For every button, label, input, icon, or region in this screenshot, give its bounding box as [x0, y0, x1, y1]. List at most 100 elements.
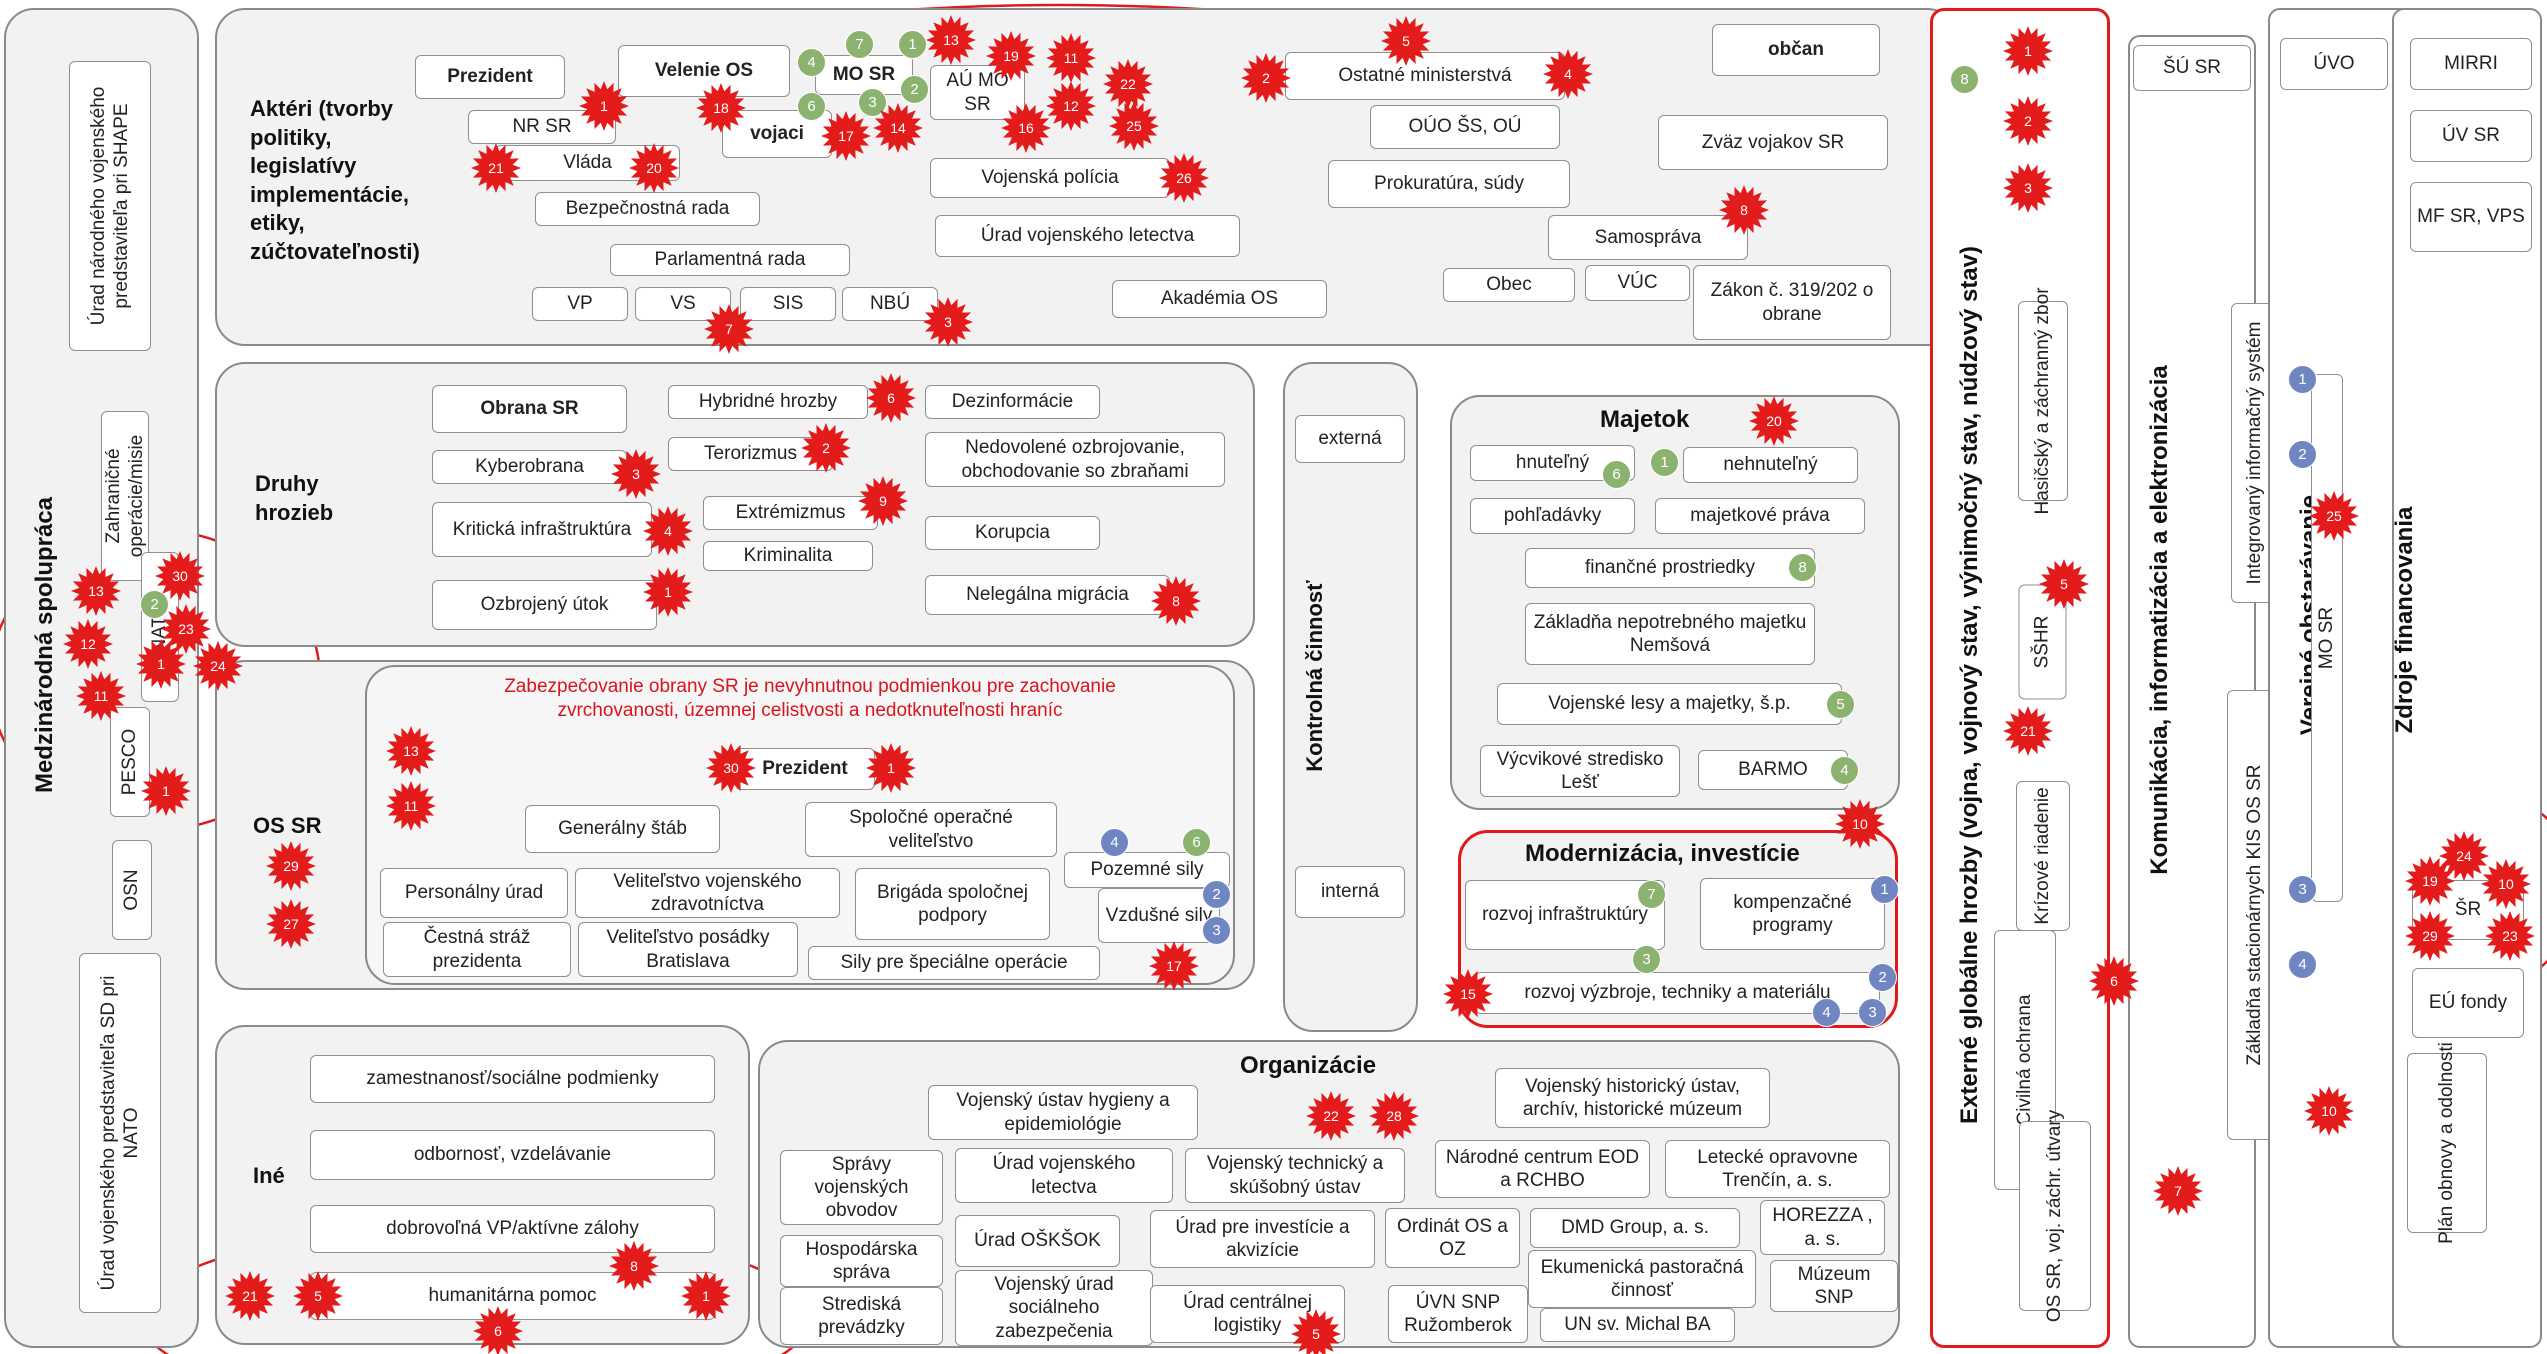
- header-zdroje: Zdroje financovania: [2391, 506, 2419, 734]
- star-marker: 29: [2404, 910, 2456, 962]
- box-nedovolene: Nedovolené ozbrojovanie, obchodovanie so…: [925, 432, 1225, 487]
- header-komunikacia: Komunikácia, informatizácia a elektroniz…: [2146, 365, 2174, 875]
- box-cestna-straz: Čestná stráž prezidenta: [383, 922, 571, 977]
- star-number: 11: [1063, 50, 1079, 66]
- number-badge: 1: [1650, 448, 1679, 477]
- number-badge: 5: [1826, 690, 1855, 719]
- box-ordinat: Ordinát OS a OZ: [1385, 1208, 1520, 1268]
- starburst-icon: [1159, 153, 1209, 203]
- box-oskok: Úrad OŠKŠOK: [955, 1215, 1120, 1267]
- star-marker: 11: [75, 670, 127, 722]
- star-number: 5: [2060, 576, 2068, 592]
- star-marker: 30: [154, 550, 206, 602]
- box-velitelstvo-posadky: Veliteľstvo posádky Bratislava: [578, 922, 798, 977]
- star-marker: 2: [2002, 95, 2054, 147]
- star-number: 4: [664, 523, 672, 539]
- star-marker: 13: [925, 14, 977, 66]
- box-akademia-os: Akadémia OS: [1112, 280, 1327, 318]
- number-badge: 2: [1868, 963, 1897, 992]
- starburst-icon: [2439, 831, 2489, 881]
- starburst-icon: [1381, 16, 1431, 66]
- star-marker: 25: [1108, 100, 1160, 152]
- star-number: 6: [494, 1323, 502, 1339]
- box-prokuratura: Prokuratúra, súdy: [1328, 160, 1570, 208]
- star-marker: 10: [2480, 858, 2532, 910]
- star-number: 21: [488, 160, 504, 176]
- number-badge: 2: [1202, 880, 1231, 909]
- box-vusz: Vojenský úrad sociálneho zabezpečenia: [955, 1270, 1153, 1346]
- box-prezident-b: Prezident: [735, 748, 875, 790]
- star-number: 13: [403, 743, 419, 759]
- box-bezpecnostna-rada: Bezpečnostná rada: [535, 192, 760, 226]
- star-marker: 1: [642, 566, 694, 618]
- box-kriticka: Kritická infraštruktúra: [432, 502, 652, 557]
- star-marker: 1: [680, 1270, 732, 1322]
- star-marker: 13: [385, 725, 437, 777]
- starburst-icon: [76, 671, 126, 721]
- star-number: 20: [646, 160, 662, 176]
- star-number: 1: [702, 1288, 710, 1304]
- starburst-icon: [2003, 706, 2053, 756]
- box-urad-shape: Úrad národného vojenského predstaviteľa …: [69, 61, 151, 351]
- star-marker: 3: [610, 448, 662, 500]
- box-dmd: DMD Group, a. s.: [1530, 1208, 1740, 1248]
- star-marker: 10: [2303, 1085, 2355, 1137]
- box-nbu: NBÚ: [842, 287, 938, 321]
- star-number: 1: [157, 656, 165, 672]
- number-badge: 7: [1637, 880, 1666, 909]
- star-number: 10: [1852, 816, 1868, 832]
- star-marker: 16: [1000, 102, 1052, 154]
- star-number: 19: [2422, 873, 2438, 889]
- header-majetok: Majetok: [1600, 406, 1690, 433]
- number-badge: 1: [898, 30, 927, 59]
- star-marker: 1: [2002, 25, 2054, 77]
- box-vho: Vojenský historický ústav, archív, histo…: [1495, 1068, 1770, 1128]
- box-investicie: Úrad pre investície a akvizície: [1150, 1210, 1375, 1268]
- star-number: 17: [838, 128, 854, 144]
- star-number: 23: [2502, 928, 2518, 944]
- box-vtsu: Vojenský technický a skúšobný ústav: [1185, 1148, 1405, 1203]
- box-vp: VP: [532, 287, 628, 321]
- starburst-icon: [1109, 101, 1159, 151]
- star-marker: 24: [2438, 830, 2490, 882]
- star-marker: 22: [1305, 1090, 1357, 1142]
- star-marker: 1: [865, 742, 917, 794]
- star-marker: 8: [608, 1240, 660, 1292]
- box-muzeum: Múzeum SNP: [1770, 1260, 1898, 1312]
- starburst-icon: [2003, 163, 2053, 213]
- box-obcan: občan: [1712, 24, 1880, 76]
- starburst-icon: [266, 899, 316, 949]
- box-obec: Obec: [1443, 268, 1575, 302]
- number-badge: 4: [1812, 998, 1841, 1027]
- star-number: 14: [890, 120, 906, 136]
- header-druhy-hrozieb: Druhy hrozieb: [255, 471, 334, 525]
- star-number: 1: [664, 584, 672, 600]
- star-number: 7: [725, 321, 733, 337]
- starburst-icon: [2405, 856, 2455, 906]
- star-marker: 5: [2038, 558, 2090, 610]
- box-barmo: BARMO: [1698, 750, 1848, 790]
- box-personalny: Personálny úrad: [380, 868, 568, 918]
- star-number: 2: [1262, 70, 1270, 86]
- star-marker: 26: [1158, 152, 1210, 204]
- starburst-icon: [386, 781, 436, 831]
- star-number: 21: [242, 1288, 258, 1304]
- star-marker: 5: [292, 1270, 344, 1322]
- starburst-icon: [2003, 26, 2053, 76]
- star-number: 25: [1126, 118, 1142, 134]
- starburst-icon: [1369, 1091, 1419, 1141]
- star-number: 1: [162, 783, 170, 799]
- star-marker: 28: [1368, 1090, 1420, 1142]
- star-number: 29: [2422, 928, 2438, 944]
- starburst-icon: [611, 449, 661, 499]
- starburst-icon: [1749, 396, 1799, 446]
- star-number: 3: [632, 466, 640, 482]
- panel-kontrolna-cinnost: [1283, 362, 1418, 1032]
- box-spravy: Správy vojenských obvodov: [780, 1150, 943, 1225]
- star-marker: 19: [985, 30, 1037, 82]
- star-marker: 4: [642, 505, 694, 557]
- box-mirri: MIRRI: [2410, 38, 2532, 90]
- star-number: 1: [887, 760, 895, 776]
- box-vycvikove: Výcvikové stredisko Lešť: [1480, 745, 1680, 797]
- star-marker: 6: [472, 1305, 524, 1354]
